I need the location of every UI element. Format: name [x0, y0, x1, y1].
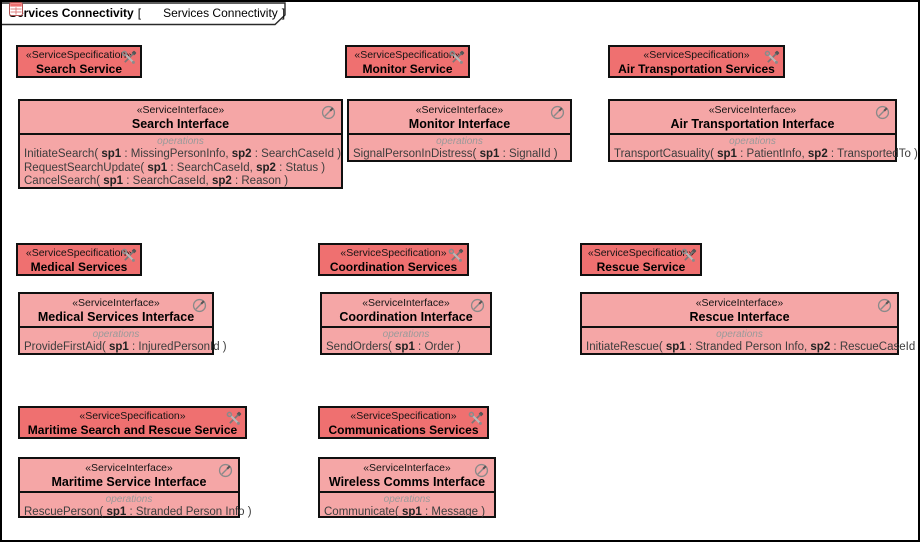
interface-name: Wireless Comms Interface — [328, 475, 486, 489]
stereotype-label: «ServiceSpecification» — [587, 247, 695, 259]
bracket-close: ] — [281, 6, 286, 20]
stereotype-label: «ServiceInterface» — [363, 462, 451, 474]
operation: TransportCasuality( sp1 : PatientInfo, s… — [614, 148, 918, 160]
tools-icon — [764, 50, 780, 66]
service-interface-maritime-service-interface[interactable]: «ServiceInterface» Maritime Service Inte… — [18, 457, 252, 518]
interface-ball-icon — [876, 297, 893, 314]
operations-compartment-label: operations — [383, 494, 431, 505]
operations-compartment-label: operations — [436, 136, 483, 147]
operation: SignalPersonInDistress( sp1 : SignalId ) — [353, 148, 558, 160]
spec-name: Monitor Service — [362, 62, 453, 76]
tools-icon — [468, 411, 484, 427]
tools-icon — [226, 411, 242, 427]
service-interface-wireless-comms-interface[interactable]: «ServiceInterface» Wireless Comms Interf… — [318, 457, 496, 518]
interface-ball-icon — [191, 297, 208, 314]
stereotype-label: «ServiceInterface» — [415, 104, 504, 116]
tools-icon — [449, 50, 465, 66]
bracket-open: [ — [137, 6, 142, 20]
service-spec-monitor-service[interactable]: «ServiceSpecification» Monitor Service — [345, 45, 470, 78]
spec-name: Coordination Services — [329, 260, 458, 274]
operations-compartment-label: operations — [105, 494, 153, 505]
operations-compartment-label: operations — [716, 329, 763, 340]
operation: InitiateRescue( sp1 : Stranded Person In… — [586, 341, 920, 353]
stereotype-label: «ServiceSpecification» — [643, 49, 750, 61]
tools-icon — [681, 248, 697, 264]
service-spec-search-service[interactable]: «ServiceSpecification» Search Service — [16, 45, 142, 78]
operations-compartment-label: operations — [157, 136, 204, 147]
interface-ball-icon — [874, 104, 891, 121]
operation: Communicate( sp1 : Message ) — [324, 506, 486, 518]
interface-ball-icon — [320, 104, 337, 121]
interface-name: Maritime Service Interface — [51, 475, 207, 489]
tools-icon — [121, 248, 137, 264]
operation: InitiateSearch( sp1 : MissingPersonInfo,… — [24, 148, 342, 160]
stereotype-label: «ServiceInterface» — [136, 104, 225, 116]
operation: CancelSearch( sp1 : SearchCaseId, sp2 : … — [24, 175, 289, 187]
interface-ball-icon — [549, 104, 566, 121]
interface-name: Rescue Interface — [689, 310, 790, 324]
stereotype-label: «ServiceInterface» — [695, 297, 784, 309]
stereotype-label: «ServiceInterface» — [72, 297, 160, 309]
service-interface-medical-services-interface[interactable]: «ServiceInterface» Medical Services Inte… — [18, 292, 227, 355]
diagram-frame-tab[interactable]: Services Connectivity [ Services Connect… — [2, 2, 294, 26]
operations-compartment-label: operations — [382, 329, 430, 340]
spec-name: Rescue Service — [596, 260, 686, 274]
diagram-name: Services Connectivity — [163, 6, 278, 20]
interface-ball-icon — [469, 297, 486, 314]
interface-name: Coordination Interface — [339, 310, 473, 324]
interface-name: Search Interface — [131, 117, 230, 131]
operations-compartment-label: operations — [92, 329, 140, 340]
tab-outline — [2, 2, 286, 26]
service-interface-air-transportation-interface[interactable]: «ServiceInterface» Air Transportation In… — [608, 99, 918, 162]
spec-name: Maritime Search and Rescue Service — [27, 423, 238, 437]
interface-name: Monitor Interface — [408, 117, 511, 131]
spec-name: Air Transportation Services — [618, 62, 775, 76]
service-spec-maritime-search-and-rescue-service[interactable]: «ServiceSpecification» Maritime Search a… — [18, 406, 247, 439]
stereotype-label: «ServiceInterface» — [362, 297, 450, 309]
interface-ball-icon — [473, 462, 490, 479]
stereotype-label: «ServiceSpecification» — [79, 410, 186, 422]
interface-ball-icon — [217, 462, 234, 479]
diagram-title: Services Connectivity — [9, 6, 134, 20]
tools-icon — [121, 50, 137, 66]
service-interface-coordination-interface[interactable]: «ServiceInterface» Coordination Interfac… — [320, 292, 492, 355]
content-diagram-icon — [9, 2, 159, 20]
stereotype-label: «ServiceInterface» — [85, 462, 173, 474]
operations-compartment-label: operations — [729, 136, 776, 147]
service-spec-medical-services[interactable]: «ServiceSpecification» Medical Services — [16, 243, 142, 276]
stereotype-label: «ServiceSpecification» — [25, 247, 133, 259]
service-spec-communications-services[interactable]: «ServiceSpecification» Communications Se… — [318, 406, 489, 439]
interface-name: Medical Services Interface — [37, 310, 195, 324]
service-interface-monitor-interface[interactable]: «ServiceInterface» Monitor Interface ope… — [347, 99, 572, 162]
service-interface-search-interface[interactable]: «ServiceInterface» Search Interface oper… — [18, 99, 343, 189]
interface-name: Air Transportation Interface — [670, 117, 835, 131]
service-interface-rescue-interface[interactable]: «ServiceInterface» Rescue Interface oper… — [580, 292, 920, 355]
stereotype-label: «ServiceInterface» — [708, 104, 797, 116]
operation: RescuePerson( sp1 : Stranded Person Info… — [24, 506, 252, 518]
operation: RequestSearchUpdate( sp1 : SearchCaseId,… — [24, 161, 326, 174]
stereotype-label: «ServiceSpecification» — [25, 49, 133, 61]
spec-name: Medical Services — [30, 260, 128, 274]
stereotype-label: «ServiceSpecification» — [340, 247, 447, 259]
service-spec-coordination-services[interactable]: «ServiceSpecification» Coordination Serv… — [318, 243, 469, 276]
spec-name: Search Service — [35, 62, 123, 76]
stereotype-label: «ServiceSpecification» — [354, 49, 461, 61]
service-spec-air-transportation-services[interactable]: «ServiceSpecification» Air Transportatio… — [608, 45, 785, 78]
operation: SendOrders( sp1 : Order ) — [326, 341, 461, 353]
stereotype-label: «ServiceSpecification» — [350, 410, 457, 422]
spec-name: Communications Services — [328, 423, 479, 437]
service-spec-rescue-service[interactable]: «ServiceSpecification» Rescue Service — [580, 243, 702, 276]
operation: ProvideFirstAid( sp1 : InjuredPersonId ) — [24, 341, 227, 353]
tools-icon — [448, 248, 464, 264]
